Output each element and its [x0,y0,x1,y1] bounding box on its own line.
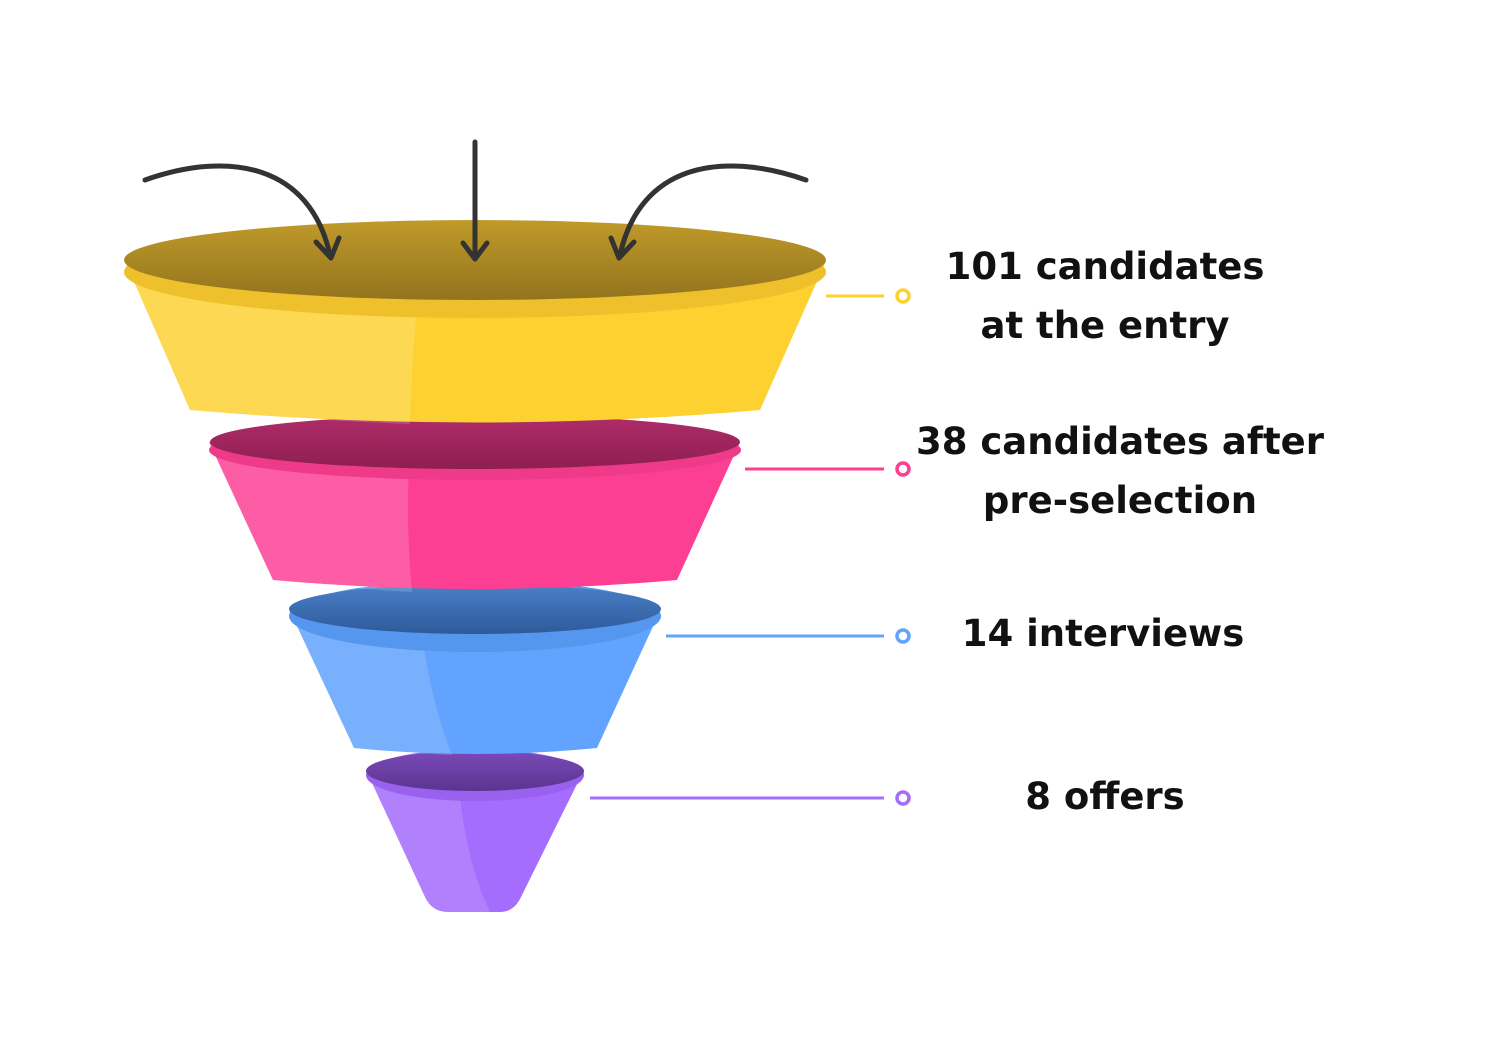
funnel-stage-4-top [366,751,584,791]
stage-3-label-line-1: 14 interviews [961,612,1245,655]
funnel-stage-2 [209,415,741,592]
funnel-stage-2-highlight [209,442,412,592]
center-arrow-head [460,240,490,262]
stage-2-label: 38 candidates after pre-selection [890,412,1350,530]
stage-4-label: 8 offers [905,767,1305,826]
connector-dot-stage-4 [895,790,911,806]
funnel-stage-2-top [210,415,740,469]
stage-connectors [590,288,911,806]
funnel-stage-4 [366,749,584,912]
funnel-stage-3 [289,580,661,755]
funnel-stage-2-body [209,442,740,589]
stage-1-label: 101 candidates at the entry [905,237,1305,355]
stage-1-label-line-2: at the entry [980,304,1230,347]
left-curved-arrow [142,163,333,258]
connector-dot-stage-2 [895,461,911,477]
stage-1-label-line-1: 101 candidates [945,245,1265,288]
funnel-stage-4-body [366,770,584,912]
right-arrow-head [608,235,637,261]
funnel-stage-4-highlight [366,770,490,912]
right-curved-arrow [617,163,809,258]
connector-dot-stage-1 [895,288,911,304]
funnel-stage-3-top [289,584,661,634]
stage-2-label-line-2: pre-selection [982,479,1258,522]
left-arrow-head [313,235,342,261]
connector-dot-stage-3 [895,628,911,644]
stage-4-label-line-1: 8 offers [1025,775,1185,818]
stage-2-label-line-1: 38 candidates after [915,420,1324,463]
entry-arrows [142,139,809,262]
stage-3-label: 14 interviews [903,604,1303,663]
